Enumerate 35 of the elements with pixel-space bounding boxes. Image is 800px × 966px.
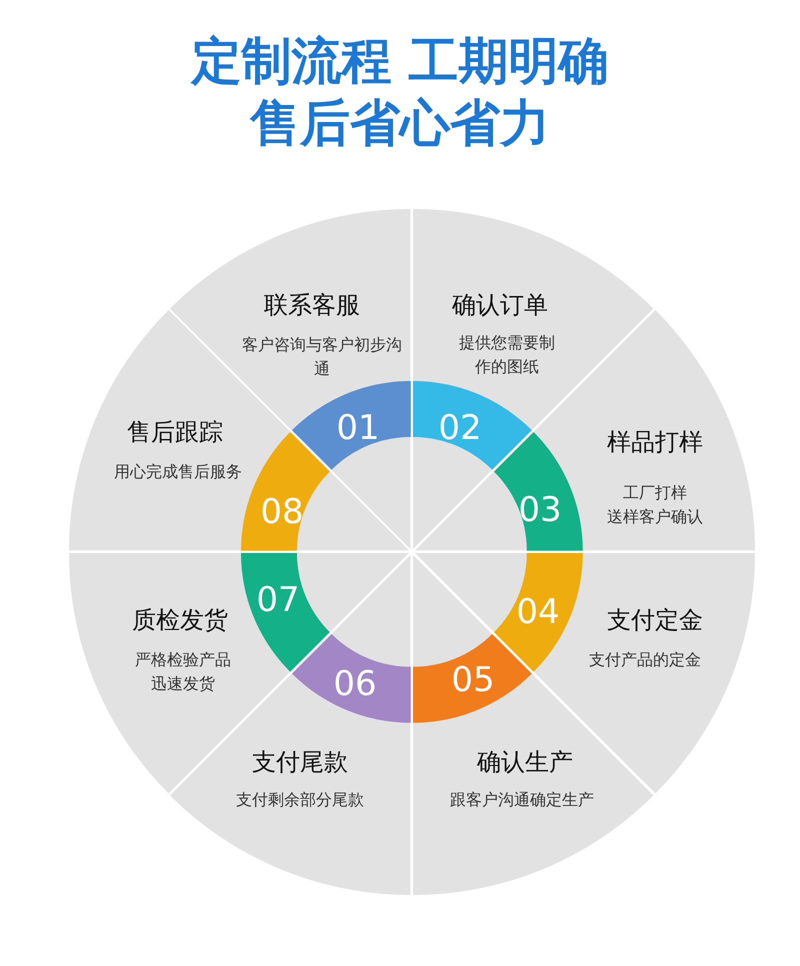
ring-segment: [241, 432, 330, 551]
step-number: 04: [516, 592, 560, 632]
step-description: 严格检验产品迅速发货: [134, 648, 232, 695]
ring-segment: [292, 634, 411, 723]
step-description: 送样客户确认: [606, 506, 704, 528]
step-number: 05: [451, 660, 495, 700]
step-title: 确认生产: [476, 746, 573, 778]
ring-segment: [292, 381, 411, 470]
step-number: 07: [256, 580, 300, 620]
step-title: 支付定金: [606, 604, 703, 636]
step-number: 01: [336, 408, 380, 448]
step-title: 质检发货: [132, 604, 228, 636]
step-description: 客户咨询与客户初步沟通: [242, 334, 402, 380]
step-title: 确认订单: [452, 290, 548, 321]
pie-sector: [413, 554, 654, 895]
ring-segment: [413, 634, 532, 723]
step-description: 跟客户沟通确定生产: [448, 788, 595, 811]
step-description: 工厂打样: [622, 482, 688, 504]
step-number: 06: [333, 664, 377, 704]
ring-segment: [494, 553, 583, 672]
step-number: 08: [260, 492, 304, 532]
step-number: 03: [518, 490, 562, 530]
step-title: 支付尾款: [252, 746, 348, 778]
step-description: 支付产品的定金: [588, 648, 702, 671]
step-description: 用心完成售后服务: [112, 460, 243, 483]
ring-segment: [241, 553, 330, 672]
step-title: 联系客服: [264, 290, 360, 321]
ring-segment: [494, 432, 583, 551]
step-description: 提供您需要制作的图纸: [458, 332, 556, 378]
step-title: 样品打样: [606, 426, 703, 458]
step-number: 02: [438, 408, 482, 448]
step-title: 售后跟踪: [126, 416, 223, 448]
title-heading: 定制流程 工期明确售后省心省力: [190, 31, 610, 154]
step-description: 支付剩余部分尾款: [234, 788, 365, 811]
ring-segment: [413, 381, 532, 470]
